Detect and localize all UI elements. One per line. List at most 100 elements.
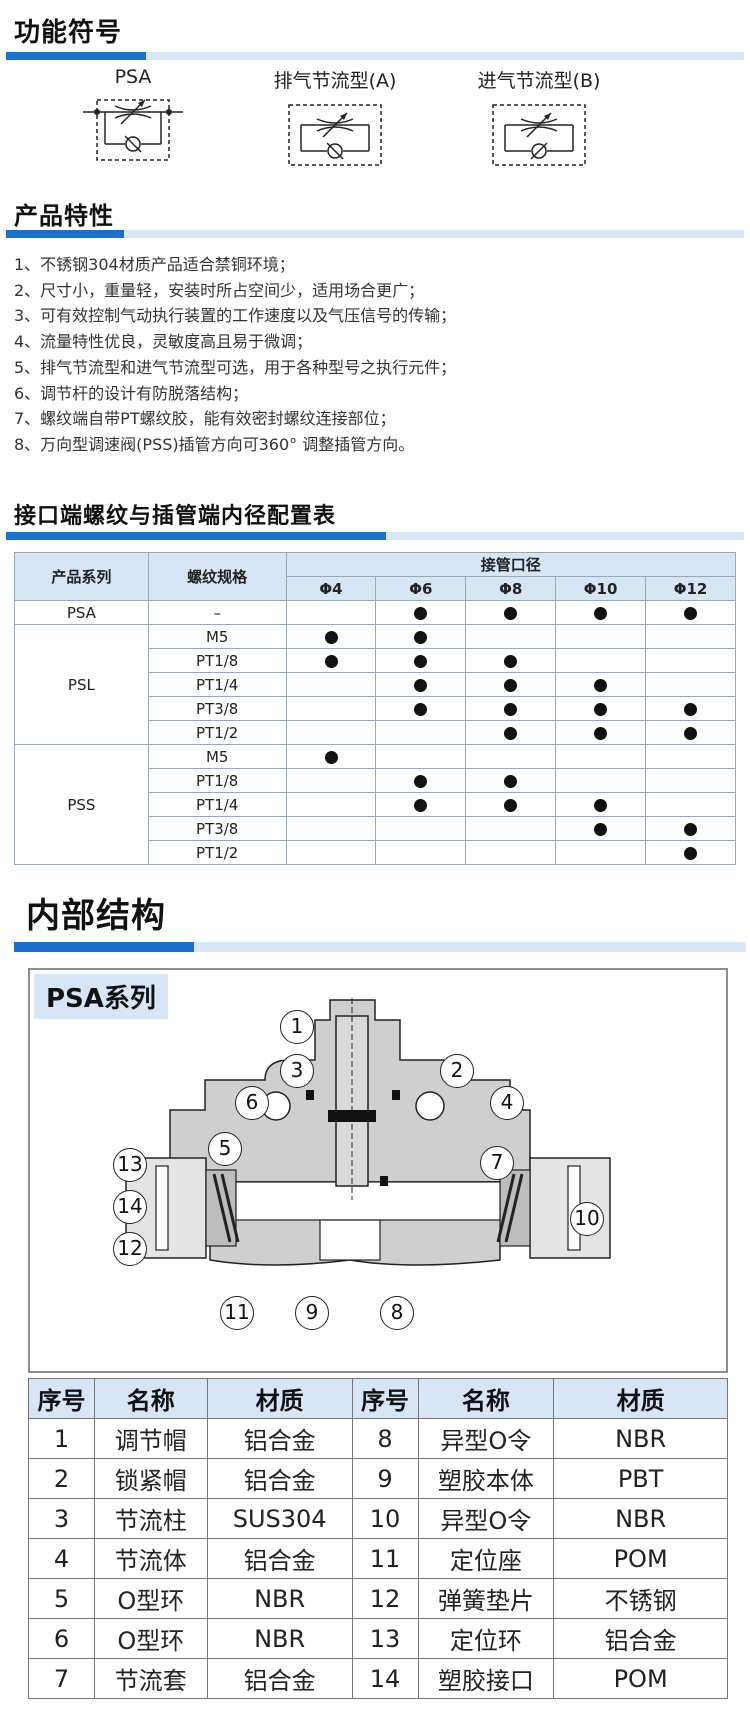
- parts-cell: 弹簧垫片: [417, 1578, 555, 1619]
- section-features-header: 产品特性: [0, 190, 750, 246]
- mark-cell: [645, 816, 736, 841]
- mark-cell: [285, 840, 377, 865]
- flow-control-symbol-psa: [83, 99, 183, 161]
- availability-dot: [504, 726, 518, 740]
- mark-cell: [375, 840, 467, 865]
- mark-cell: [285, 744, 377, 769]
- parts-header: 序号: [351, 1378, 419, 1419]
- mark-cell: [375, 744, 467, 769]
- mark-cell: [375, 648, 467, 673]
- feature-item: 7、螺纹端自带PT螺纹胶，能有效密封螺纹连接部位；: [14, 409, 396, 429]
- section-structure-header: 内部结构: [0, 880, 750, 960]
- thread-cell: –: [147, 600, 287, 625]
- availability-dot: [684, 702, 698, 716]
- mark-cell: [555, 768, 647, 793]
- feature-list: 1、不锈钢304材质产品适合禁铜环境； 2、尺寸小，重量轻，安装时所占空间少，适…: [14, 252, 734, 458]
- mark-cell: [285, 624, 377, 649]
- callout-number: 9: [295, 1296, 329, 1330]
- thread-cell: PT3/8: [147, 696, 287, 721]
- section-symbols-header: 功能符号: [0, 0, 750, 66]
- parts-cell: 调节帽: [93, 1418, 208, 1459]
- parts-cell: O型环: [93, 1578, 208, 1619]
- parts-cell: 定位环: [417, 1618, 555, 1659]
- mark-cell: [465, 648, 557, 673]
- mark-cell: [285, 696, 377, 721]
- mark-cell: [285, 648, 377, 673]
- table-row: PT1/2: [15, 840, 736, 865]
- parts-cell: POM: [553, 1658, 728, 1699]
- mark-cell: [465, 744, 557, 769]
- availability-dot: [414, 702, 428, 716]
- mark-cell: [465, 624, 557, 649]
- feature-item: 4、流量特性优良，灵敏度高且易于微调；: [14, 332, 313, 352]
- section-bar: [6, 230, 744, 238]
- callout-number: 11: [220, 1296, 254, 1330]
- parts-cell: POM: [553, 1538, 728, 1579]
- availability-dot: [504, 702, 518, 716]
- mark-cell: [645, 624, 736, 649]
- symbol-b: 进气节流型(B): [464, 66, 614, 171]
- mark-cell: [555, 744, 647, 769]
- parts-cell: 铝合金: [206, 1418, 353, 1459]
- parts-cell: 不锈钢: [553, 1578, 728, 1619]
- availability-dot: [504, 774, 518, 788]
- mark-cell: [285, 792, 377, 817]
- section-bar: [14, 942, 746, 952]
- mark-cell: [285, 600, 377, 625]
- section-title: 内部结构: [26, 896, 166, 936]
- table-row: PSA–: [14, 600, 736, 625]
- parts-cell: 塑胶接口: [417, 1658, 555, 1699]
- parts-cell: 铝合金: [206, 1658, 353, 1699]
- mark-cell: [555, 840, 647, 865]
- feature-item: 8、万向型调速阀(PSS)插管方向可360° 调整插管方向。: [14, 434, 415, 454]
- thread-cell: PT1/4: [147, 792, 287, 817]
- mark-cell: [645, 672, 736, 697]
- mark-cell: [375, 600, 467, 625]
- mark-cell: [465, 600, 557, 625]
- availability-dot: [414, 654, 428, 668]
- parts-cell: PBT: [553, 1458, 728, 1499]
- callout-number: 8: [380, 1296, 414, 1330]
- mark-cell: [285, 816, 377, 841]
- thread-cell: M5: [147, 744, 287, 769]
- header-size: Φ6: [375, 576, 467, 601]
- parts-cell: 异型O令: [417, 1498, 555, 1539]
- parts-cell: 节流柱: [93, 1498, 208, 1539]
- thread-cell: PT1/8: [147, 768, 287, 793]
- header-thread: 螺纹规格: [147, 552, 287, 601]
- mark-cell: [375, 792, 467, 817]
- mark-cell: [645, 792, 736, 817]
- callout-number: 7: [480, 1146, 514, 1180]
- mark-cell: [465, 720, 557, 745]
- header-size: Φ10: [555, 576, 647, 601]
- availability-dot: [594, 606, 608, 620]
- feature-item: 1、不锈钢304材质产品适合禁铜环境；: [14, 255, 295, 274]
- parts-cell: NBR: [206, 1578, 353, 1619]
- availability-dot: [684, 726, 698, 740]
- mark-cell: [465, 792, 557, 817]
- table-row: PT1/8: [15, 768, 736, 793]
- mark-cell: [465, 696, 557, 721]
- mark-cell: [285, 768, 377, 793]
- parts-cell: 14: [351, 1658, 419, 1699]
- parts-cell: 1: [28, 1418, 95, 1459]
- availability-dot: [414, 678, 428, 692]
- parts-header: 材质: [206, 1378, 353, 1419]
- mark-cell: [285, 720, 377, 745]
- section-bar: [6, 532, 744, 540]
- callout-number: 5: [208, 1132, 242, 1166]
- section-config-header: 接口端螺纹与插管端内径配置表: [0, 494, 750, 550]
- mark-cell: [555, 600, 647, 625]
- availability-dot: [684, 822, 698, 836]
- mark-cell: [645, 768, 736, 793]
- mark-cell: [375, 624, 467, 649]
- diagram-tag: PSA系列: [34, 974, 168, 1019]
- parts-cell: 铝合金: [206, 1538, 353, 1579]
- availability-dot: [684, 846, 698, 860]
